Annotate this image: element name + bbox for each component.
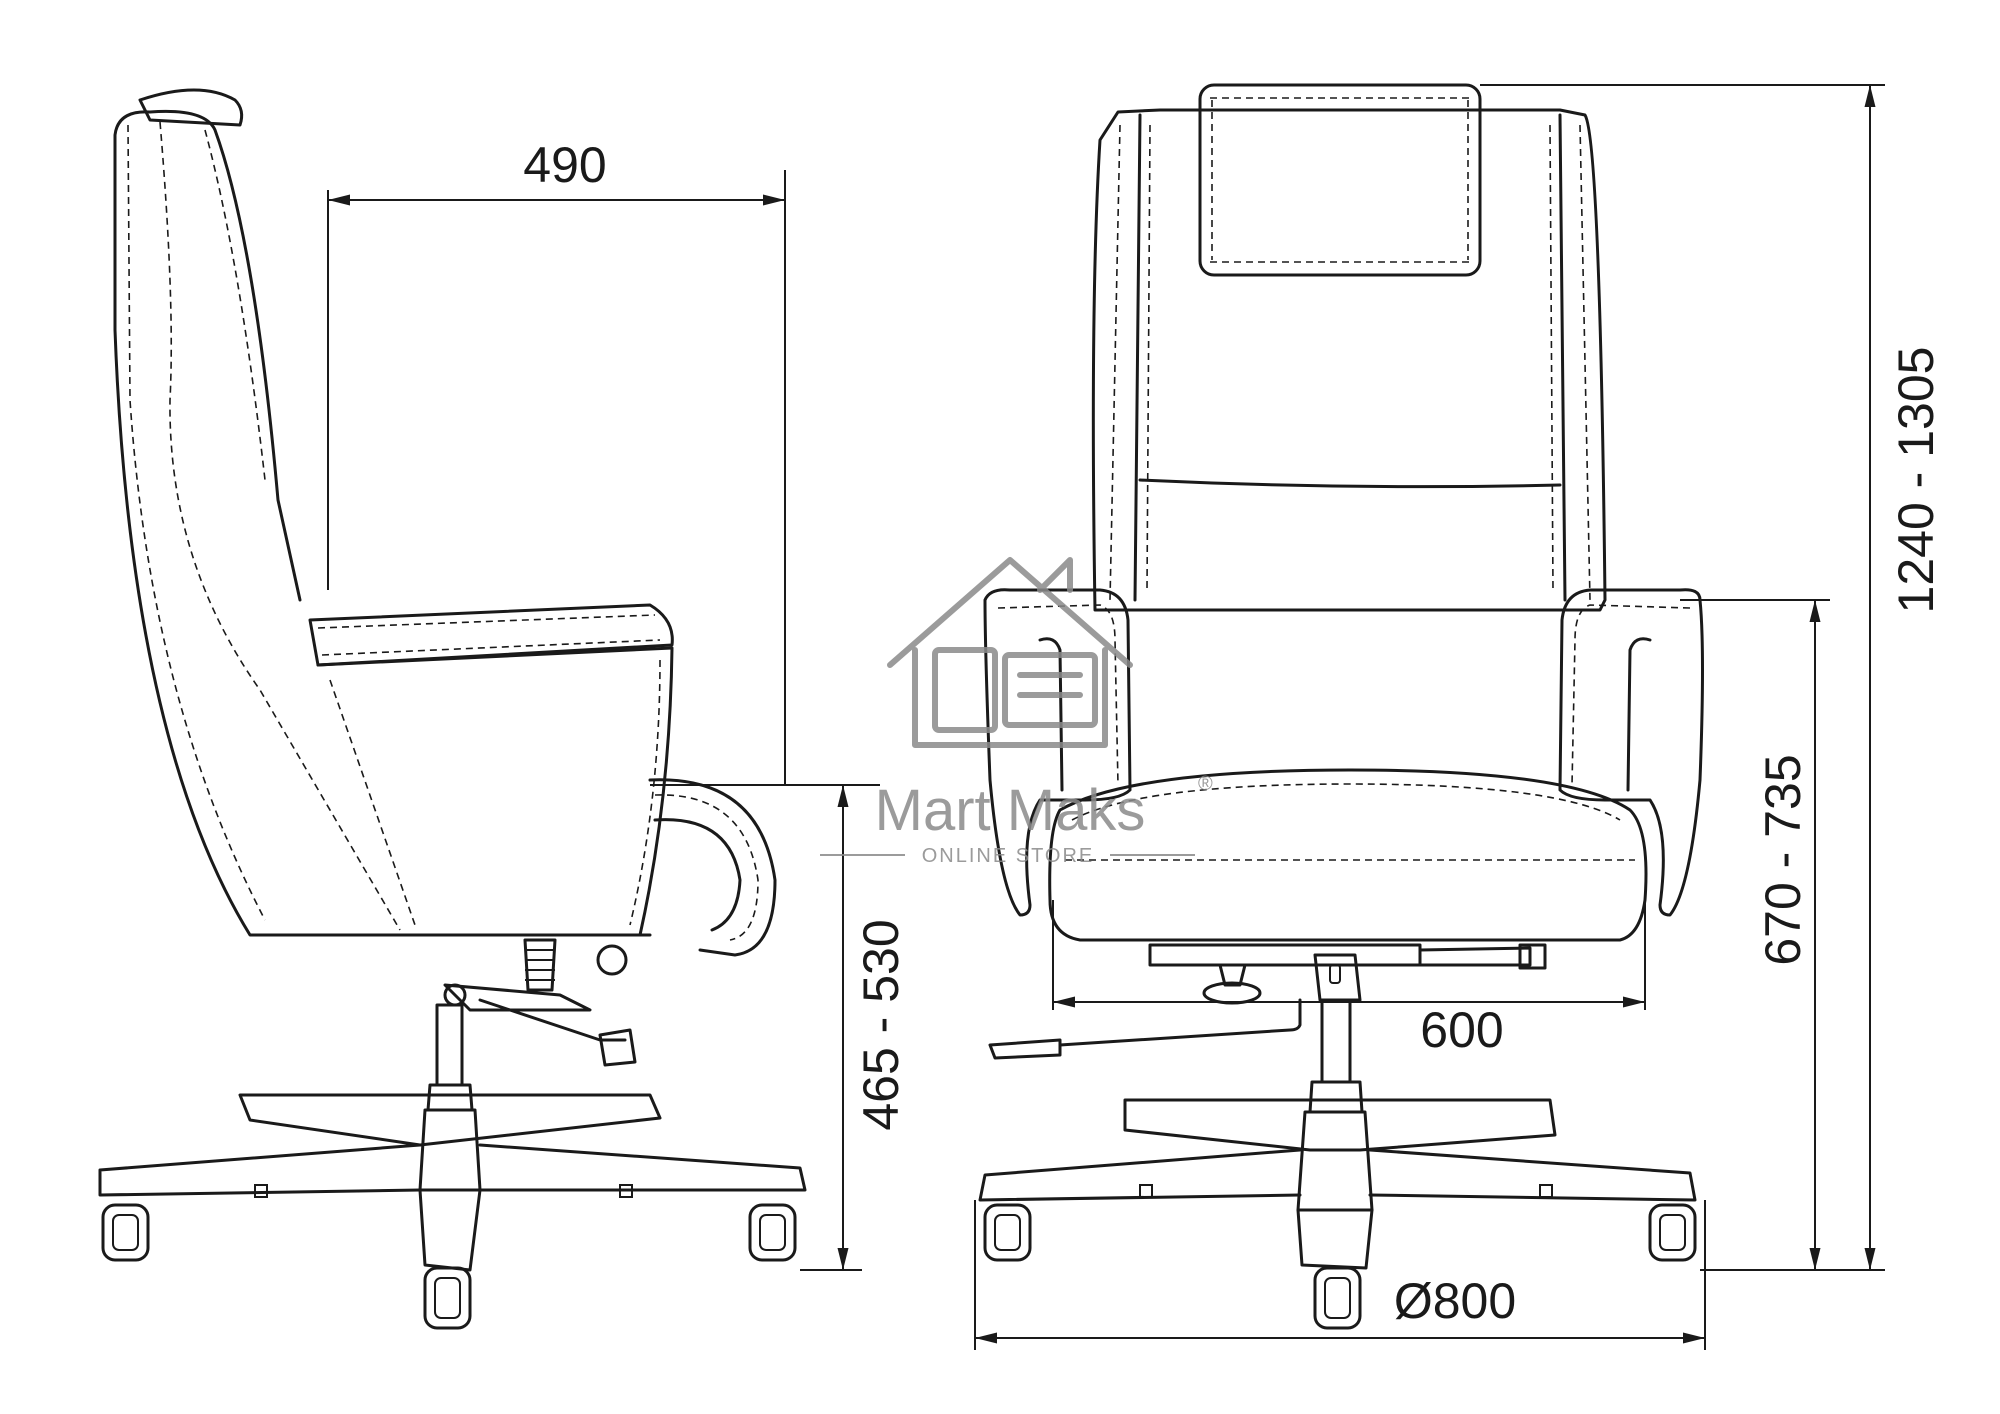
side-casters [101,1184,797,1330]
front-casters [983,1184,1697,1330]
watermark-logo: Mart Maks ® ONLINE STORE [820,557,1215,867]
side-view-chair [98,88,807,1330]
base-diameter-label: Ø800 [1394,1273,1516,1329]
seat-width-label: 600 [1420,1002,1503,1058]
seat-height-label: 465 - 530 [853,919,909,1130]
watermark-tagline: ONLINE STORE [922,845,1095,867]
depth-label: 490 [523,137,606,193]
watermark-registered: ® [1198,773,1215,795]
watermark-brand: Mart Maks [875,778,1146,843]
front-armrests [983,588,1704,917]
total-height-label: 1240 - 1305 [1888,347,1944,614]
armrest-height-label: 670 - 735 [1755,754,1811,965]
front-view-chair [978,83,1704,1330]
dimension-lines [327,84,1885,1350]
house-icon [887,557,1133,668]
